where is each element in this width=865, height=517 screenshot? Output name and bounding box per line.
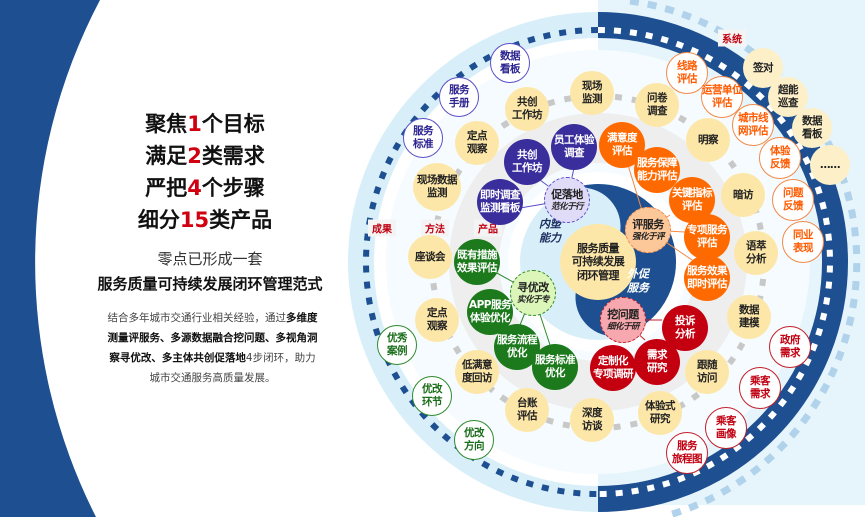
system-node: 城市线 网评估 — [732, 104, 774, 146]
method-node: 语萃 分析 — [734, 231, 778, 275]
headline-line-2: 满足2类需求 — [145, 144, 265, 168]
method-node: 体验式 研究 — [638, 391, 682, 435]
system-ring — [597, 12, 848, 512]
product-node: 即时调查 监测看板 — [477, 179, 523, 225]
method-node: 明察 — [686, 118, 730, 162]
system-node: 乘客 画像 — [705, 407, 747, 449]
system-node: 体验 反馈 — [759, 137, 801, 179]
system-node: 政府 需求 — [769, 326, 811, 368]
headline-line-1: 聚焦1个目标 — [145, 112, 265, 136]
system-node: 服务 旅程图 — [666, 432, 708, 474]
product-node: APP服务 体验优化 — [467, 289, 513, 335]
system-tool-node: 数据 看板 — [792, 108, 832, 148]
step-landing: 促落地范化于行 — [544, 177, 590, 223]
system-node: 问题 反馈 — [772, 179, 814, 221]
outcome-ring — [348, 12, 599, 512]
method-node: 深度 访谈 — [570, 398, 614, 442]
left-blue-panel — [0, 0, 100, 517]
method-node: 定点 观察 — [415, 298, 459, 342]
method-node: 现场 监测 — [570, 71, 614, 115]
intro-text: 零点已形成一套 — [157, 250, 263, 268]
system-node: 同业 表现 — [782, 221, 824, 263]
method-node: 数据 建模 — [727, 295, 771, 339]
outcome-node: 服务 标准 — [403, 118, 443, 158]
outcome-node: 服务 手册 — [439, 77, 479, 117]
method-node: 定点 观察 — [455, 121, 499, 165]
product-node: 员工体验 调查 — [551, 124, 597, 170]
label-method: 方法 — [421, 219, 449, 237]
method-node: 问卷 调查 — [635, 83, 679, 127]
system-node: 运营单位 评估 — [701, 76, 743, 118]
product-node: 服务标准 优化 — [532, 344, 578, 390]
product-node: 既有措施 效果评估 — [454, 239, 500, 285]
method-node: 座谈会 — [408, 235, 452, 279]
method-node: 台账 评估 — [505, 388, 549, 432]
outcome-node: 优改 环节 — [412, 376, 452, 416]
product-node: 共创 工作坊 — [504, 139, 550, 185]
product-node: 定制化 专项调研 — [590, 345, 636, 391]
outcome-node: 数据 看板 — [490, 43, 530, 83]
outcome-node: 优改 方向 — [454, 420, 494, 460]
step-optimize: 寻优改实化于专 — [510, 270, 556, 316]
outer-service-label: 外促 服务 — [627, 267, 649, 295]
step-problem: 挖问题细化于研 — [600, 297, 646, 343]
headline-line-3: 严把4个步骤 — [145, 176, 265, 200]
label-outcome: 成果 — [368, 219, 396, 237]
product-node: 服务保障 能力评估 — [634, 147, 680, 193]
method-node: 共创 工作坊 — [505, 87, 549, 131]
system-tool-node: 超能 巡查 — [768, 77, 808, 117]
method-node: 暗访 — [721, 173, 765, 217]
inner-capability-label: 内塑 能力 — [539, 217, 561, 245]
label-system: 系统 — [718, 29, 746, 47]
method-node: 低满意 度回访 — [455, 350, 499, 394]
product-node: 专项服务 评估 — [684, 214, 730, 260]
core-goal: 服务质量 可持续发展 闭环管理 — [560, 224, 636, 300]
framework-title: 服务质量可持续发展闭环管理范式 — [97, 275, 323, 293]
step-evaluate: 评服务强化于评 — [625, 207, 671, 253]
product-node: 需求 研究 — [634, 339, 680, 385]
outcome-node: 优秀 案例 — [377, 325, 417, 365]
method-node: 现场数据 监测 — [413, 163, 461, 211]
description-paragraph: 结合多年城市交通行业相关经验，通过多维度测量评服务、多源数据融合挖问题、多视角洞… — [107, 312, 318, 384]
system-node: 乘客 需求 — [739, 367, 781, 409]
method-node: 跟随 访问 — [685, 350, 729, 394]
system-node: 线路 评估 — [666, 52, 708, 94]
system-tool-node: …… — [810, 145, 850, 185]
headline-line-4: 细分15类产品 — [137, 208, 273, 232]
product-node: 服务效果 即时评估 — [684, 255, 730, 301]
